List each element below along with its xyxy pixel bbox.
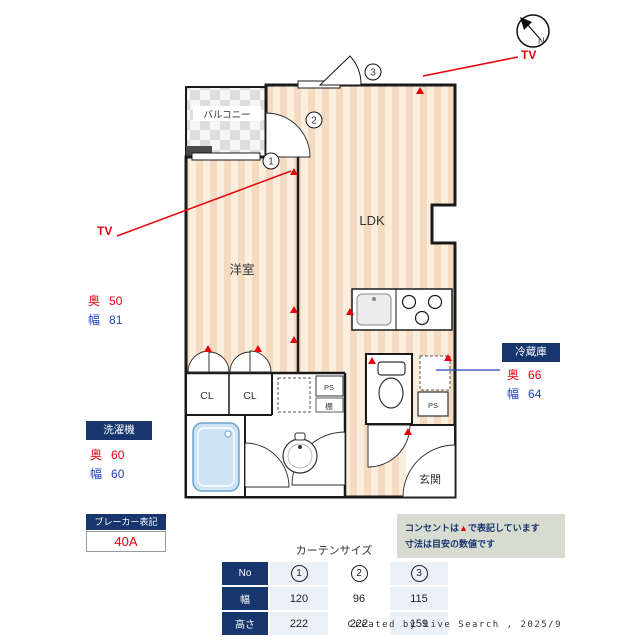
tv-label-left: TV	[97, 224, 113, 238]
curtain-markers: 1 2 3	[262, 63, 382, 170]
balcony: バルコニー	[185, 86, 267, 158]
compass-north-label: N	[538, 36, 545, 46]
toilet-tank	[377, 361, 406, 376]
depth-value: 66	[528, 368, 542, 382]
curtain-size-title: カーテンサイズ	[295, 545, 373, 557]
outlet-icon	[254, 345, 262, 352]
fridge-space	[419, 355, 451, 391]
stove-burner	[427, 294, 443, 310]
bathroom-door	[244, 442, 290, 488]
outlet-icon	[290, 336, 298, 343]
outlet-legend-icon: ▲	[459, 523, 468, 533]
outlet-icon	[204, 345, 212, 352]
outlet-markers	[204, 87, 452, 435]
legend-note: コンセントは▲で表記しています 寸法は目安の数値です	[397, 514, 565, 558]
toilet-bowl	[378, 377, 404, 409]
outlet-icon	[346, 308, 354, 315]
tv-label-top: TV	[521, 48, 537, 62]
balcony-label: バルコニー	[203, 110, 250, 121]
washer-dimensions: 奥 60 幅 60	[90, 446, 124, 484]
pipe-space-right	[417, 391, 449, 417]
width-label: 幅	[507, 387, 520, 401]
legend-note-line1: コンセントは▲で表記しています	[405, 523, 540, 533]
compass-icon: N	[516, 14, 550, 48]
width-value: 60	[111, 467, 125, 481]
tv-callout-line-top	[422, 56, 519, 77]
fridge-dimensions: 奥 66 幅 64	[507, 366, 541, 404]
tv-callout-line-left	[116, 170, 292, 237]
curtain-size-table: No 1 2 3 幅 120 96 115 高さ 222 222 159	[222, 562, 448, 635]
table-cell: 96	[330, 587, 388, 610]
table-cell: 120	[270, 587, 328, 610]
shelf-label: 棚	[325, 401, 333, 411]
breaker-tag: ブレーカー表記	[86, 514, 166, 530]
shelf-box	[315, 397, 344, 413]
stove-burner	[401, 294, 417, 310]
depth-label: 奥	[90, 448, 103, 462]
closet1-label: CL	[200, 390, 214, 402]
width-label: 幅	[88, 313, 101, 327]
closet2-label: CL	[243, 390, 257, 402]
outlet-icon	[416, 87, 424, 94]
depth-label: 奥	[88, 294, 101, 308]
depth-value: 50	[109, 294, 123, 308]
corridor-door	[265, 112, 311, 158]
table-cell: 222	[270, 612, 328, 635]
room-dimensions: 奥 50 幅 81	[88, 292, 122, 330]
outlet-icon	[290, 168, 298, 175]
outlet-icon	[404, 428, 412, 435]
credit-text: Created by Live Search , 2025/9	[347, 620, 562, 630]
depth-value: 60	[111, 448, 125, 462]
ldk-label: LDK	[359, 213, 385, 228]
outlet-icon	[290, 306, 298, 313]
ps-right-label: PS	[428, 401, 438, 410]
kitchen-counter	[351, 288, 453, 331]
bathtub	[192, 422, 240, 492]
legend-note-line2: 寸法は目安の数値です	[405, 539, 496, 549]
table-row-header: 高さ	[222, 612, 268, 635]
width-label: 幅	[90, 467, 103, 481]
marker-2: 2	[311, 116, 317, 127]
closet-door-4	[249, 350, 272, 373]
wash-basin	[282, 432, 318, 474]
breaker-value: 40A	[86, 531, 166, 552]
genkan-label: 玄関	[419, 472, 441, 486]
table-row-header: No	[222, 562, 268, 585]
table-cell: 159	[390, 612, 448, 635]
ps-left-label: PS	[324, 383, 334, 392]
table-cell: 115	[390, 587, 448, 610]
pipe-space-left	[315, 375, 344, 397]
table-cell: 222	[330, 612, 388, 635]
window-1	[191, 152, 261, 161]
table-cell: 2	[330, 562, 388, 585]
marker-3: 3	[370, 68, 376, 79]
table-cell: 1	[270, 562, 328, 585]
kitchen-sink	[356, 293, 392, 326]
outlet-icon	[444, 354, 452, 361]
stove-burner	[414, 310, 430, 326]
window-3-casement	[318, 55, 362, 86]
table-cell: 3	[390, 562, 448, 585]
depth-label: 奥	[507, 368, 520, 382]
washer-tag: 洗濯機	[86, 421, 152, 440]
outlet-icon	[368, 357, 376, 364]
western-room-label: 洋室	[229, 262, 254, 277]
entrance-door	[402, 444, 456, 498]
width-value: 64	[528, 387, 542, 401]
table-row-header: 幅	[222, 587, 268, 610]
fridge-tag: 冷蔵庫	[502, 343, 560, 362]
marker-1: 1	[268, 157, 274, 168]
washer-space	[277, 377, 311, 413]
width-value: 81	[109, 313, 123, 327]
